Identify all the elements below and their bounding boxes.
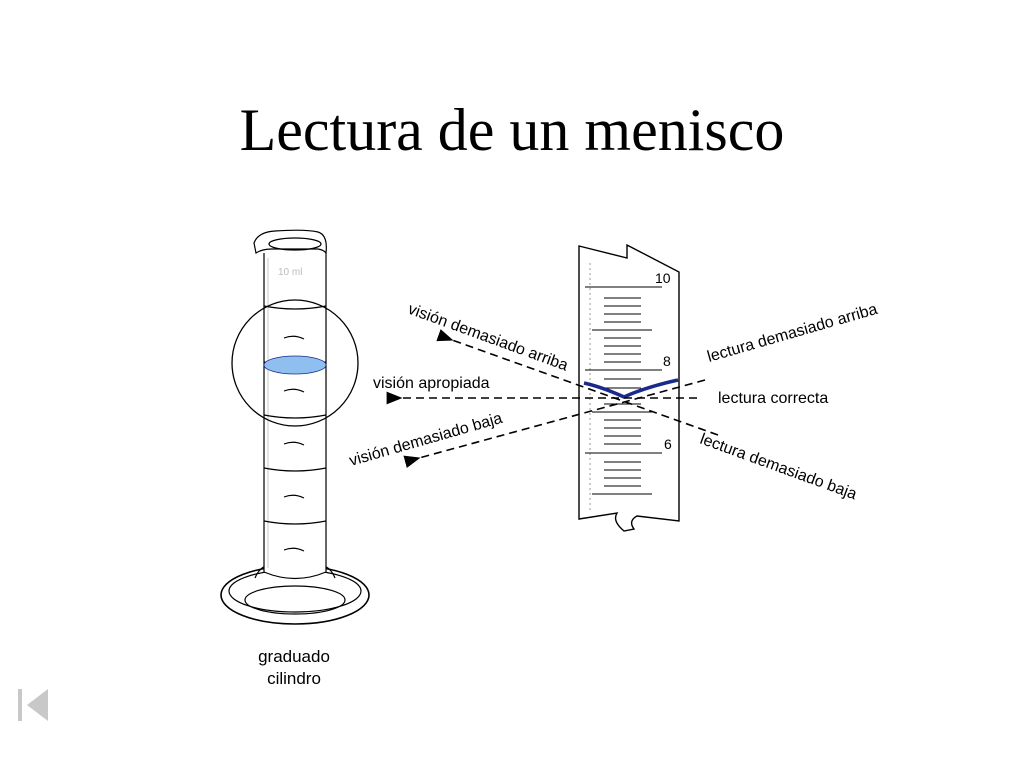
cylinder-caption-line1: graduado bbox=[258, 647, 330, 666]
cylinder-tube bbox=[263, 253, 327, 580]
scale-label-6: 6 bbox=[664, 436, 672, 452]
meniscus-curve bbox=[583, 378, 679, 399]
scale-label-8: 8 bbox=[663, 353, 671, 369]
scale-label-10: 10 bbox=[655, 270, 671, 286]
skip-back-icon[interactable] bbox=[16, 688, 52, 722]
label-view-too-low: visión demasiado baja bbox=[347, 410, 504, 470]
sightline-high bbox=[436, 329, 719, 436]
label-reading-too-low: lectura demasiado baja bbox=[698, 431, 859, 504]
graduated-cylinder bbox=[220, 229, 370, 625]
sightline-low bbox=[403, 379, 706, 468]
cylinder-volume-label: 10 ml bbox=[278, 267, 302, 278]
sight-lines bbox=[386, 329, 719, 468]
cylinder-base-foot bbox=[244, 585, 346, 615]
scale-ticks bbox=[585, 286, 662, 495]
label-view-too-high: visión demasiado arriba bbox=[406, 301, 571, 375]
magnified-scale bbox=[578, 243, 680, 532]
label-reading-correct: lectura correcta bbox=[718, 390, 828, 407]
cylinder-caption-line2: cilindro bbox=[267, 669, 321, 688]
slide-title: Lectura de un menisco bbox=[239, 97, 785, 163]
magnifier-circle bbox=[231, 299, 359, 427]
label-view-correct: visión apropiada bbox=[373, 375, 490, 392]
label-reading-too-high: lectura demasiado arriba bbox=[705, 301, 879, 366]
cylinder-liquid-surface bbox=[263, 355, 327, 375]
